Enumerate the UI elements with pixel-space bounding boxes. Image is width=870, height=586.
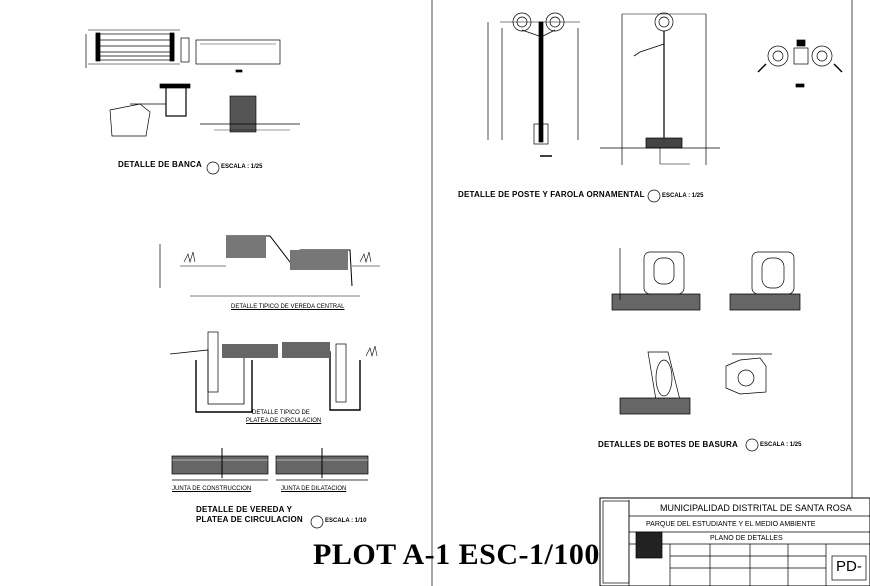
sidewalk-slab-scale: ESCALA : 1/10: [325, 518, 367, 524]
trash-bin-rear-view: [729, 251, 801, 311]
slab-title-line2: PLATEA DE CIRCULACION: [246, 418, 322, 424]
title-block-owner: MUNICIPALIDAD DISTRITAL DE SANTA ROSA: [660, 503, 852, 513]
trash-bin-detail-scale: ESCALA : 1/25: [760, 442, 802, 448]
light-pole-section: [600, 12, 720, 165]
pole-detail-title: DETALLE DE POSTE Y FAROLA ORNAMENTAL: [458, 190, 645, 199]
expansion-joint-detail: [275, 448, 369, 481]
slab-title-line1: DETALLE TIPICO DE: [252, 410, 310, 416]
bench-section-drawing: [109, 83, 300, 137]
light-pole-elevation: [487, 12, 580, 157]
section-symbol-botes: [745, 438, 759, 452]
construction-joint-title: JUNTA DE CONSTRUCCION: [172, 486, 252, 492]
plot-label: PLOT A-1 ESC-1/100: [313, 538, 600, 571]
trash-bin-plan-view: [725, 353, 772, 395]
central-sidewalk-section: [159, 235, 380, 297]
trash-bin-front-view: [611, 248, 701, 311]
central-sidewalk-title: DETALLE TIPICO DE VEREDA CENTRAL: [231, 304, 345, 310]
sidewalk-slab-title-line1: DETALLE DE VEREDA Y: [196, 505, 293, 514]
title-block-frame: [599, 497, 870, 586]
section-symbol-banca: [206, 161, 220, 175]
construction-joint-detail: [171, 448, 269, 481]
title-block-plan: PLANO DE DETALLES: [710, 535, 783, 542]
trash-bin-side-view: [619, 351, 691, 415]
light-pole-top-view: [757, 39, 843, 88]
trash-bin-detail-title: DETALLES DE BOTES DE BASURA: [598, 440, 738, 449]
section-symbol-vereda: [310, 515, 324, 529]
bench-detail-title: DETALLE DE BANCA: [118, 160, 202, 169]
title-block-project: PARQUE DEL ESTUDIANTE Y EL MEDIO AMBIENT…: [646, 521, 816, 528]
sidewalk-slab-title-line2: PLATEA DE CIRCULACION: [196, 515, 303, 524]
expansion-joint-title: JUNTA DE DILATACION: [281, 486, 347, 492]
title-block-sheet-code: PD-: [836, 558, 862, 575]
pole-detail-scale: ESCALA : 1/25: [662, 193, 704, 199]
bench-plan-drawing: [85, 29, 281, 73]
bench-detail-scale: ESCALA : 1/25: [221, 164, 263, 170]
circulation-slab-section: [169, 331, 378, 413]
section-symbol-poste: [647, 189, 661, 203]
